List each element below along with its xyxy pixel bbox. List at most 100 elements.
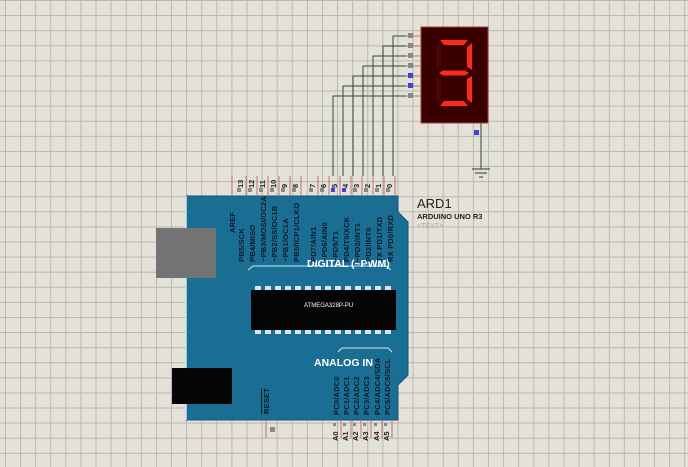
chip-pin [305, 286, 311, 290]
chip-pin [345, 330, 351, 334]
chip-pin [355, 330, 361, 334]
chip-pin [285, 330, 291, 334]
pin-marker [408, 73, 413, 78]
digital-pin-number: 6 [319, 183, 328, 188]
pin-marker [320, 188, 324, 192]
chip-pin [305, 330, 311, 334]
chip-pin [375, 286, 381, 290]
digital-pin-label: ~PD6/AIN0 [320, 222, 329, 262]
analog-header-bracket [337, 347, 393, 353]
digital-pin-number: 11 [258, 180, 267, 188]
pin-marker [375, 188, 379, 192]
pin-marker [292, 188, 296, 192]
analog-pin-number: A2 [351, 431, 360, 441]
analog-pin-label: PC4/ADC4/SDA [373, 357, 382, 415]
digital-header-bracket [247, 265, 392, 271]
wire[interactable] [352, 75, 421, 176]
chip-pin [355, 286, 361, 290]
digital-pin-label: PB5/SCK [237, 228, 246, 262]
analog-pin-label: PC1/ADC1 [342, 376, 351, 415]
digital-pin-number: 5 [330, 183, 339, 188]
usb-connector [156, 228, 216, 278]
chip-pins [255, 286, 391, 334]
digital-pin-label: ~PD5/T1 [331, 230, 340, 262]
wire[interactable] [372, 55, 421, 176]
reset-pin-marker [270, 427, 275, 432]
digital-pin-number: 13 [236, 179, 245, 188]
wire[interactable] [362, 65, 421, 176]
pin-marker [343, 423, 346, 426]
pin-marker [309, 188, 313, 192]
reset-label: RESET [262, 387, 271, 414]
digital-pin-label: PD4/T0/XCK [342, 216, 351, 262]
chip-pin [295, 286, 301, 290]
chip-pin [385, 330, 391, 334]
chip-pin [275, 286, 281, 290]
segment-e [436, 76, 441, 103]
analog-pin-label: PC2/ADC2 [352, 376, 361, 415]
segment-f [436, 43, 441, 70]
component-type: ARDUINO UNO R3 [417, 212, 483, 221]
segment-b [467, 43, 472, 70]
digital-pin-number: 0 [385, 183, 394, 188]
pin-marker [248, 188, 252, 192]
chip-pin [315, 330, 321, 334]
analog-pin-number: A0 [331, 431, 340, 441]
pin-marker [259, 188, 263, 192]
pin-marker [237, 188, 241, 192]
pin-marker [333, 423, 336, 426]
analog-pin-number: A5 [382, 431, 391, 441]
pin-marker [270, 188, 274, 192]
digital-pin-label: ~PB1/OC1A [281, 218, 290, 262]
analog-header-label: ANALOG IN [314, 357, 373, 369]
wire[interactable] [392, 35, 421, 176]
chip-pin [365, 286, 371, 290]
pin-marker [353, 423, 356, 426]
pin-marker [374, 423, 377, 426]
segment-a [440, 40, 468, 45]
chip-pin [295, 330, 301, 334]
digital-pin-number: 2 [363, 183, 372, 188]
chip-pin [265, 330, 271, 334]
pin-marker [353, 188, 357, 192]
digital-pin-number: 1 [374, 183, 383, 188]
aref-label: AREF [228, 211, 237, 233]
wires[interactable] [332, 35, 421, 176]
digital-pin-label: ~PB3/MOSI/OC2A [259, 196, 268, 262]
pin-marker [408, 53, 413, 58]
analog-pins [333, 420, 393, 438]
chip-pin [345, 286, 351, 290]
component-ref[interactable]: ARD1 [417, 196, 452, 211]
pin-marker [408, 83, 413, 88]
segment-g [439, 70, 469, 76]
chip-pin [285, 286, 291, 290]
pin-marker [408, 93, 413, 98]
digital-pin-label: RX PD0/RXD [386, 214, 395, 262]
chip-pin [365, 330, 371, 334]
wire[interactable] [342, 85, 421, 176]
chip-pin [315, 286, 321, 290]
common-pin-marker [474, 130, 479, 135]
analog-pin-number: A3 [361, 431, 370, 441]
segment-c [467, 76, 472, 103]
wire[interactable] [332, 95, 421, 176]
digital-pin-label: PD7/AIN1 [309, 226, 318, 262]
pin-marker [364, 188, 368, 192]
digital-pin-number: 3 [352, 183, 361, 188]
chip-pin [255, 330, 261, 334]
chip-label: ATMEGA328P-PU [304, 303, 354, 309]
segment-d [440, 101, 468, 106]
pin-marker [342, 188, 346, 192]
pin-marker [408, 33, 413, 38]
chip-pin [325, 330, 331, 334]
chip-pin [255, 286, 261, 290]
chip-pin [275, 330, 281, 334]
digital-pins [237, 176, 396, 196]
analog-pin-number: A1 [341, 431, 350, 441]
digital-pin-number: 9 [280, 183, 289, 188]
power-jack [172, 368, 232, 404]
digital-pin-number: 4 [341, 183, 350, 188]
atmega-chip [251, 290, 396, 330]
digital-header-label: DIGITAL (~PWM) [307, 258, 390, 270]
